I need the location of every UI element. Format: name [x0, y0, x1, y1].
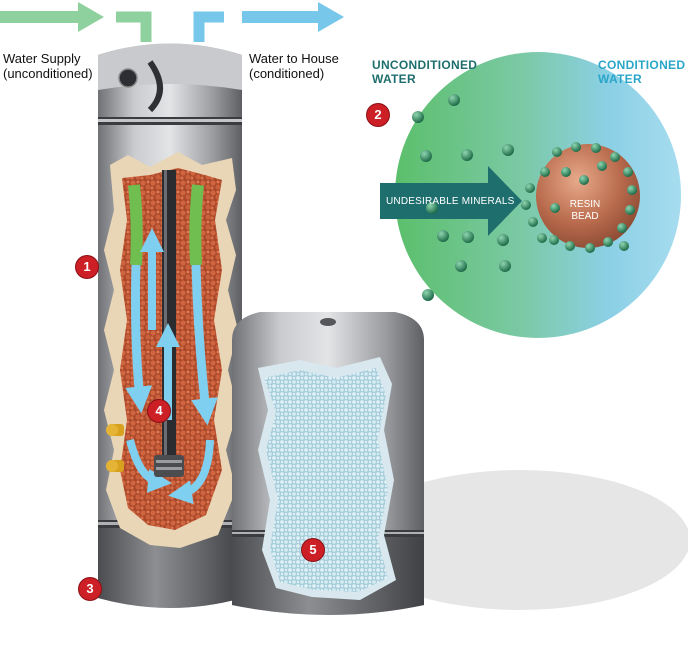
- water-supply-subtitle: (unconditioned): [3, 66, 93, 81]
- callout-4: 4: [148, 400, 170, 422]
- resin-bead: [536, 144, 640, 248]
- water-supply-title: Water Supply: [3, 51, 81, 66]
- unconditioned-line2: WATER: [372, 72, 416, 86]
- resin-cutaway: [104, 152, 238, 548]
- control-knob: [118, 68, 138, 88]
- water-supply-label: Water Supply (unconditioned): [3, 51, 93, 81]
- conditioned-line2: WATER: [598, 72, 642, 86]
- brass-fitting: [106, 424, 124, 436]
- mineral-particles: [412, 94, 637, 301]
- callout-5: 5: [302, 539, 324, 561]
- water-house-title: Water to House: [249, 51, 339, 66]
- brass-fitting: [106, 460, 124, 472]
- conditioned-water-label: CONDITIONED WATER: [598, 58, 685, 86]
- resin-line1: RESIN: [569, 199, 601, 210]
- brine-tank: [232, 312, 424, 615]
- unconditioned-line1: UNCONDITIONED: [372, 58, 478, 72]
- unconditioned-water-label: UNCONDITIONED WATER: [372, 58, 477, 86]
- callout-2: 2: [367, 104, 389, 126]
- undesirable-minerals-label: UNDESIRABLE MINERALS: [386, 196, 515, 207]
- brine-tank-shadow: [350, 470, 688, 610]
- resin-bead-label: RESIN BEAD: [560, 199, 610, 223]
- house-arrow: [193, 2, 344, 42]
- callout-1: 1: [76, 256, 98, 278]
- resin-line2: BEAD: [571, 211, 599, 222]
- ion-exchange-diagram: [380, 52, 681, 338]
- callout-3: 3: [79, 578, 101, 600]
- supply-arrow: [0, 2, 152, 42]
- conditioned-line1: CONDITIONED: [598, 58, 686, 72]
- water-house-subtitle: (conditioned): [249, 66, 325, 81]
- water-house-label: Water to House (conditioned): [249, 51, 339, 81]
- minerals-arrow: [380, 166, 522, 236]
